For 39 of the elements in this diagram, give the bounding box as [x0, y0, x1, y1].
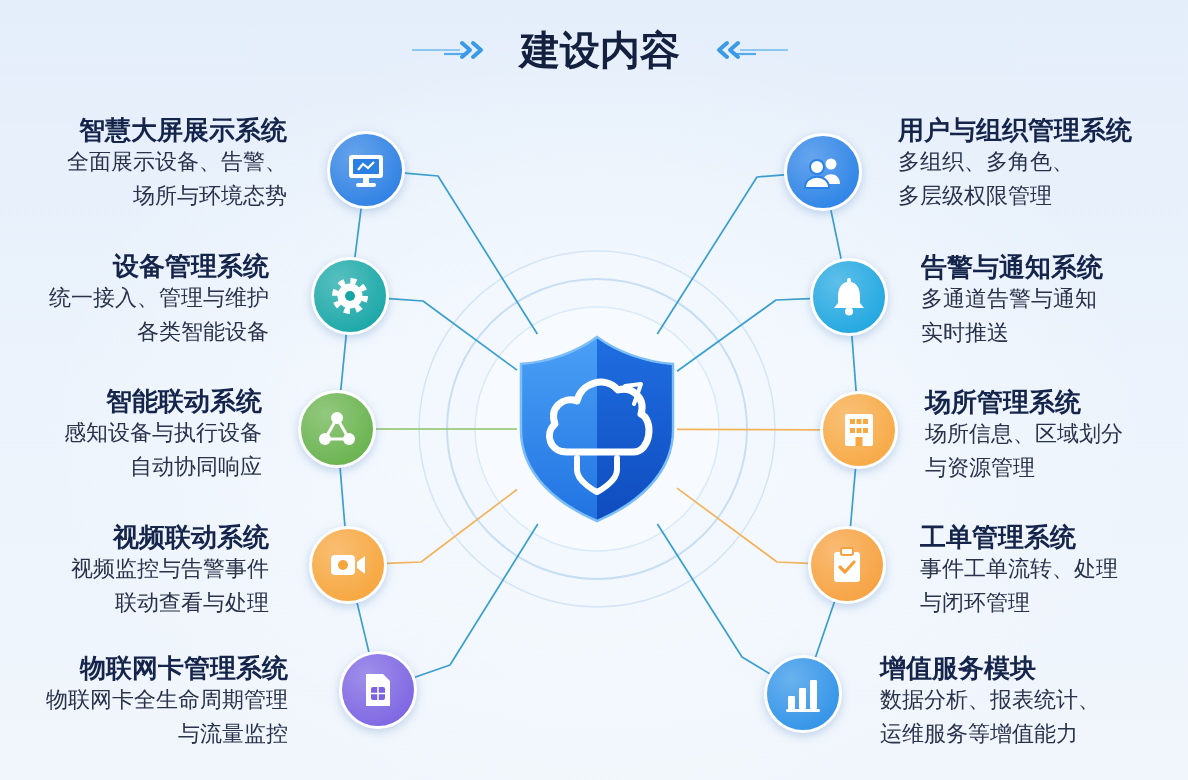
connector-line [676, 428, 821, 431]
module-description: 感知设备与执行设备自动协同响应 [63, 419, 262, 481]
connector-line [830, 209, 842, 260]
module-description: 多组织、多角色、多层级权限管理 [898, 148, 1075, 210]
module-description: 统一接入、管理与维护各类智能设备 [48, 284, 269, 346]
connector-line [849, 467, 857, 528]
connector-line [676, 487, 809, 565]
module-description: 视频监控与告警事件联动查看与处理 [70, 555, 269, 617]
module-title: 智能联动系统 [106, 386, 262, 416]
connector-line [386, 488, 518, 565]
module-description: 场所信息、区域划分与资源管理 [925, 420, 1124, 482]
connector-line [656, 523, 771, 675]
module-title: 视频联动系统 [113, 522, 269, 552]
module-description: 多通道告警与通知实时推送 [921, 285, 1098, 347]
connector-line [388, 297, 518, 371]
connector-line [676, 297, 811, 373]
module-title: 增值服务模块 [880, 653, 1036, 683]
module-title: 场所管理系统 [925, 387, 1081, 417]
module-title: 工单管理系统 [920, 522, 1076, 552]
module-title: 设备管理系统 [113, 251, 269, 281]
module-title: 智慧大屏展示系统 [79, 115, 287, 145]
module-title: 物联网卡管理系统 [80, 653, 288, 683]
connector-line [851, 335, 857, 392]
module-title: 用户与组织管理系统 [898, 115, 1132, 145]
connector-line [375, 428, 518, 430]
module-description: 数据分析、报表统计、运维服务等增值能力 [880, 686, 1101, 748]
module-description: 全面展示设备、告警、场所与环境态势 [66, 148, 287, 210]
module-description: 物联网卡全生命周期管理与流量监控 [45, 686, 288, 748]
connector-line [404, 172, 539, 335]
connector-line [356, 602, 370, 653]
connector-line [339, 333, 348, 392]
connector-line [339, 467, 346, 527]
connector-line [354, 207, 362, 259]
title: 建设内容 [520, 26, 680, 74]
connector-line [814, 601, 836, 658]
connector-line [656, 174, 785, 335]
module-title: 告警与通知系统 [921, 252, 1103, 282]
connector-line [413, 523, 539, 679]
module-description: 事件工单流转、处理与闭环管理 [920, 555, 1119, 617]
